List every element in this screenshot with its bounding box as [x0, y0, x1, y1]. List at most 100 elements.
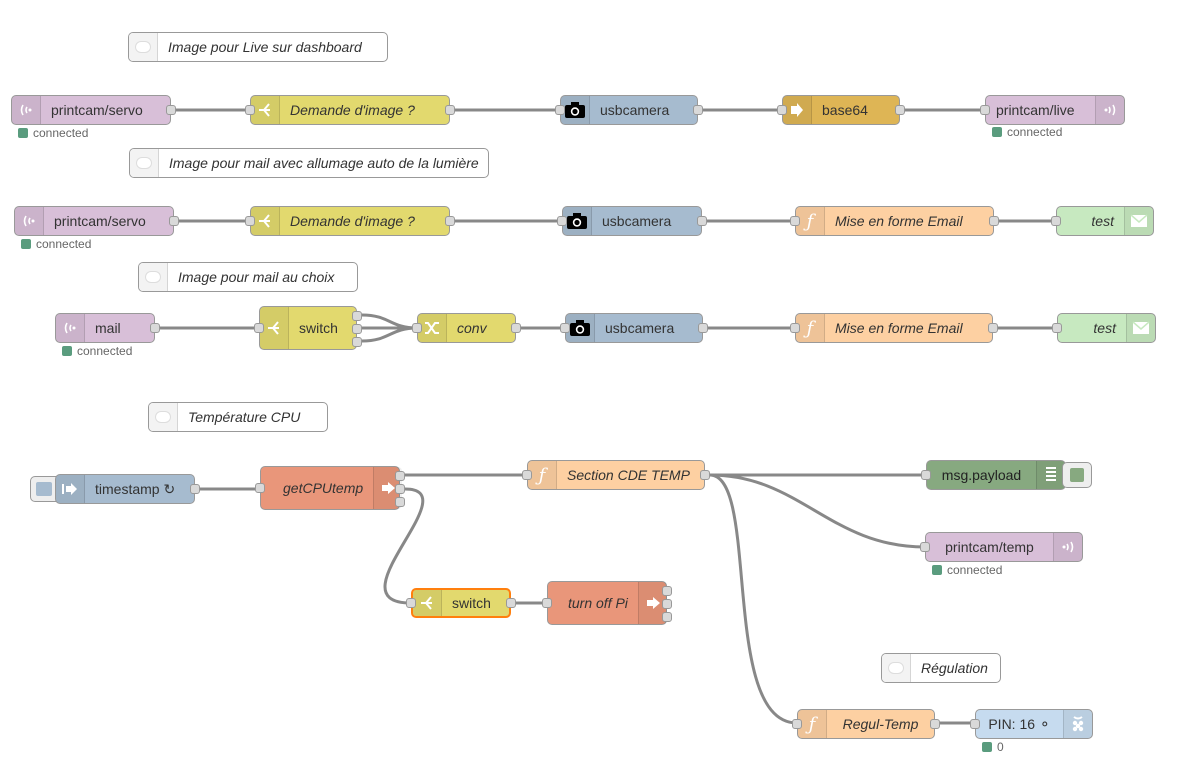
email-node[interactable]: test [1052, 313, 1156, 343]
node-label: Mise en forme Email [835, 213, 963, 229]
function-node[interactable]: ƒ Regul-Temp [792, 709, 940, 739]
switch-node-selected[interactable]: switch [406, 588, 516, 618]
exec-node[interactable]: getCPUtemp [255, 466, 405, 510]
node-label: printcam/servo [54, 213, 146, 229]
output-port[interactable] [511, 323, 521, 333]
comment-mail-auto[interactable]: Image pour mail avec allumage auto de la… [129, 148, 489, 178]
output-port[interactable] [700, 470, 710, 480]
comment-cpu-temp[interactable]: Température CPU [148, 402, 328, 432]
output-port[interactable] [445, 216, 455, 226]
input-port[interactable] [920, 542, 930, 552]
switch-node[interactable]: Demande d'image ? [245, 206, 455, 236]
function-node[interactable]: ƒ Section CDE TEMP [522, 460, 710, 490]
camera-node[interactable]: usbcamera [557, 206, 707, 236]
node-status: 0 [982, 740, 1004, 754]
mqtt-out-node[interactable]: printcam/live [980, 95, 1125, 125]
input-port[interactable] [255, 483, 265, 493]
comment-label: Image pour mail avec allumage auto de la… [169, 155, 479, 171]
function-icon: ƒ [798, 710, 827, 738]
output-port[interactable] [988, 323, 998, 333]
output-port[interactable] [169, 216, 179, 226]
mqtt-out-node[interactable]: printcam/temp [920, 532, 1083, 562]
output-port[interactable] [150, 323, 160, 333]
input-port[interactable] [560, 323, 570, 333]
switch-node[interactable]: switch [254, 306, 362, 350]
output-port[interactable] [352, 311, 362, 321]
output-port[interactable] [352, 324, 362, 334]
input-port[interactable] [245, 105, 255, 115]
node-status: connected [62, 344, 132, 358]
output-port[interactable] [352, 337, 362, 347]
function-node[interactable]: ƒ Mise en forme Email [790, 206, 999, 236]
node-label: printcam/live [996, 102, 1075, 118]
camera-icon [561, 96, 590, 124]
input-port[interactable] [557, 216, 567, 226]
node-label: PIN: 16 ⚬ [988, 715, 1051, 732]
node-status: connected [932, 563, 1002, 577]
comment-mail-choice[interactable]: Image pour mail au choix [138, 262, 358, 292]
input-port[interactable] [412, 323, 422, 333]
input-port[interactable] [254, 323, 264, 333]
input-port[interactable] [980, 105, 990, 115]
mqtt-in-node[interactable]: mail [55, 313, 160, 343]
input-port[interactable] [1052, 323, 1062, 333]
output-port[interactable] [395, 471, 405, 481]
output-port[interactable] [395, 484, 405, 494]
exec-node[interactable]: turn off Pi [542, 581, 672, 625]
input-port[interactable] [245, 216, 255, 226]
gpio-out-node[interactable]: PIN: 16 ⚬ [970, 709, 1093, 739]
input-port[interactable] [790, 216, 800, 226]
base64-node[interactable]: base64 [777, 95, 905, 125]
status-dot [62, 346, 72, 356]
radio-waves-icon [15, 207, 44, 235]
input-port[interactable] [406, 598, 416, 608]
output-port[interactable] [697, 216, 707, 226]
output-port[interactable] [506, 598, 516, 608]
debug-node[interactable]: msg.payload [921, 460, 1066, 490]
comment-label: Image pour Live sur dashboard [168, 39, 362, 55]
output-port[interactable] [698, 323, 708, 333]
output-port[interactable] [190, 484, 200, 494]
node-label: switch [452, 595, 491, 611]
inject-node[interactable]: timestamp ↻ [55, 474, 200, 504]
output-port[interactable] [662, 612, 672, 622]
output-port[interactable] [895, 105, 905, 115]
switch-icon [260, 307, 289, 349]
mqtt-in-node[interactable]: printcam/servo [14, 206, 179, 236]
output-port[interactable] [989, 216, 999, 226]
function-node[interactable]: ƒ Mise en forme Email [790, 313, 998, 343]
input-port[interactable] [555, 105, 565, 115]
camera-node[interactable]: usbcamera [560, 313, 708, 343]
camera-node[interactable]: usbcamera [555, 95, 703, 125]
input-port[interactable] [777, 105, 787, 115]
status-text: connected [947, 563, 1003, 577]
speech-bubble-icon [130, 149, 159, 177]
function-icon: ƒ [528, 461, 557, 489]
input-port[interactable] [970, 719, 980, 729]
comment-live[interactable]: Image pour Live sur dashboard [128, 32, 388, 62]
debug-toggle-button[interactable] [1062, 462, 1092, 488]
input-port[interactable] [790, 323, 800, 333]
wire [709, 473, 798, 725]
comment-regulation[interactable]: Régulation [881, 653, 1001, 683]
output-port[interactable] [930, 719, 940, 729]
email-node[interactable]: test [1051, 206, 1154, 236]
switch-node[interactable]: Demande d'image ? [245, 95, 455, 125]
output-port[interactable] [395, 497, 405, 507]
node-status: connected [18, 126, 88, 140]
output-port[interactable] [662, 586, 672, 596]
input-port[interactable] [921, 470, 931, 480]
speech-bubble-icon [149, 403, 178, 431]
input-port[interactable] [522, 470, 532, 480]
mqtt-in-node[interactable]: printcam/servo [11, 95, 176, 125]
wire [383, 487, 425, 605]
input-port[interactable] [1051, 216, 1061, 226]
shuffle-icon [418, 314, 447, 342]
change-node[interactable]: conv [412, 313, 521, 343]
input-port[interactable] [792, 719, 802, 729]
input-port[interactable] [542, 598, 552, 608]
output-port[interactable] [166, 105, 176, 115]
output-port[interactable] [662, 599, 672, 609]
output-port[interactable] [445, 105, 455, 115]
output-port[interactable] [693, 105, 703, 115]
